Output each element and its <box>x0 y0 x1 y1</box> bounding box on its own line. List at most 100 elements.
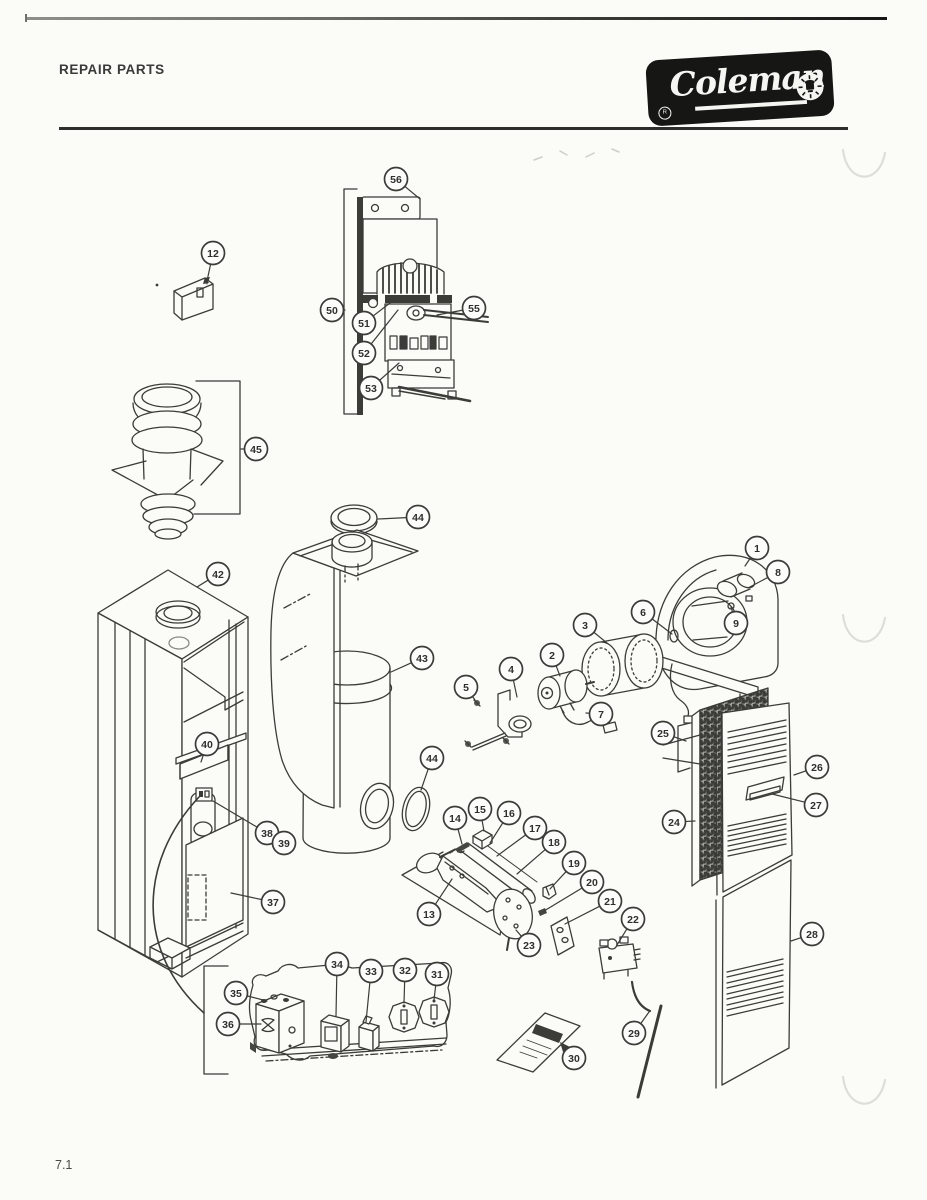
svg-text:26: 26 <box>811 762 823 774</box>
leader-line <box>549 871 567 890</box>
callout-2: 2 <box>539 642 565 677</box>
svg-text:12: 12 <box>207 248 219 260</box>
svg-text:50: 50 <box>326 305 338 317</box>
svg-text:18: 18 <box>548 837 560 849</box>
leader-line <box>420 768 429 791</box>
leader-line <box>457 828 463 845</box>
leader-line <box>489 822 504 844</box>
svg-text:8: 8 <box>775 567 781 579</box>
leader-line <box>730 606 734 613</box>
svg-text:35: 35 <box>230 988 242 1000</box>
leader-line <box>555 665 561 677</box>
callout-43: 43 <box>390 645 435 673</box>
upper-door-panel <box>715 702 793 896</box>
leader-line <box>496 834 526 857</box>
callout-26: 26 <box>793 754 830 780</box>
pilot-screws <box>464 699 510 748</box>
vent-cap-assembly <box>111 380 241 540</box>
burner-assembly <box>401 829 575 956</box>
callout-42: 42 <box>196 561 231 588</box>
lower-door-panel <box>715 859 792 1089</box>
leader-line <box>404 186 421 200</box>
leader-line <box>472 696 476 701</box>
leader-line <box>372 302 391 317</box>
svg-text:37: 37 <box>267 897 279 909</box>
callout-25: 25 <box>650 720 687 746</box>
callout-13: 13 <box>416 878 453 927</box>
svg-text:34: 34 <box>331 959 343 971</box>
leader-line <box>515 929 522 937</box>
callout-45: 45 <box>240 436 269 462</box>
leader-line <box>593 631 608 644</box>
svg-text:14: 14 <box>449 813 461 825</box>
callout-23: 23 <box>515 929 542 958</box>
page-curl-marks <box>841 148 887 1105</box>
callout-28: 28 <box>790 921 825 947</box>
callout-30: 30 <box>561 1045 587 1071</box>
svg-text:1: 1 <box>754 543 760 555</box>
scan-marks <box>533 148 620 161</box>
svg-text:19: 19 <box>568 858 580 870</box>
callout-layer: 5612505155525345444218693243547254044262… <box>194 166 830 1071</box>
leader-line <box>512 680 518 698</box>
leader-line <box>200 754 204 763</box>
callout-36: 36 <box>215 1011 262 1037</box>
gas-control-assembly <box>343 188 489 415</box>
wire-receptacle-32 <box>388 1001 420 1033</box>
svg-text:32: 32 <box>399 965 411 977</box>
leader-line <box>403 981 406 1004</box>
svg-text:16: 16 <box>503 808 515 820</box>
svg-text:2: 2 <box>549 650 555 662</box>
leader-line <box>433 985 437 1001</box>
svg-text:23: 23 <box>523 940 535 952</box>
callout-4: 4 <box>498 656 524 698</box>
page-number: 7.1 <box>55 1158 73 1172</box>
leader-line <box>673 736 687 742</box>
svg-text:24: 24 <box>668 817 680 829</box>
callout-37: 37 <box>230 889 286 915</box>
blower-assembly <box>635 554 779 724</box>
callout-6: 6 <box>630 599 673 635</box>
cabinet-assembly <box>97 569 249 1014</box>
coleman-logo: Coleman R <box>646 50 834 126</box>
pilot-assembly <box>464 689 532 751</box>
leader-line <box>436 309 463 316</box>
svg-text:28: 28 <box>806 929 818 941</box>
callout-9: 9 <box>723 606 749 636</box>
callout-29: 29 <box>621 1011 650 1046</box>
svg-text:5: 5 <box>463 682 469 694</box>
svg-text:15: 15 <box>474 804 486 816</box>
callout-56: 56 <box>383 166 421 200</box>
callout-16: 16 <box>489 800 522 844</box>
blower-motor <box>537 669 618 734</box>
svg-text:44: 44 <box>412 512 424 524</box>
svg-text:22: 22 <box>627 914 639 926</box>
callout-33: 33 <box>358 958 384 1023</box>
svg-text:36: 36 <box>222 1019 234 1031</box>
callout-50: 50 <box>319 297 346 323</box>
callout-12: 12 <box>200 240 226 282</box>
svg-text:17: 17 <box>529 823 541 835</box>
callout-3: 3 <box>572 612 608 644</box>
heat-exchanger-assembly <box>270 504 431 854</box>
callout-53: 53 <box>358 362 400 401</box>
svg-text:25: 25 <box>657 728 669 740</box>
header-rule <box>59 127 848 130</box>
svg-text:42: 42 <box>212 569 224 581</box>
leader-line <box>206 264 212 282</box>
part-12-plate <box>155 277 214 321</box>
callout-32: 32 <box>392 957 418 1004</box>
svg-text:38: 38 <box>261 828 273 840</box>
leader-line <box>481 820 485 832</box>
gas-valve <box>598 936 641 980</box>
svg-text:21: 21 <box>604 896 616 908</box>
callout-27: 27 <box>771 792 829 818</box>
svg-text:39: 39 <box>278 838 290 850</box>
callout-7: 7 <box>585 701 614 727</box>
callout-51: 51 <box>351 302 391 336</box>
leader-line <box>564 905 600 925</box>
callout-15: 15 <box>467 796 493 832</box>
svg-text:45: 45 <box>250 444 262 456</box>
svg-text:30: 30 <box>568 1053 580 1065</box>
